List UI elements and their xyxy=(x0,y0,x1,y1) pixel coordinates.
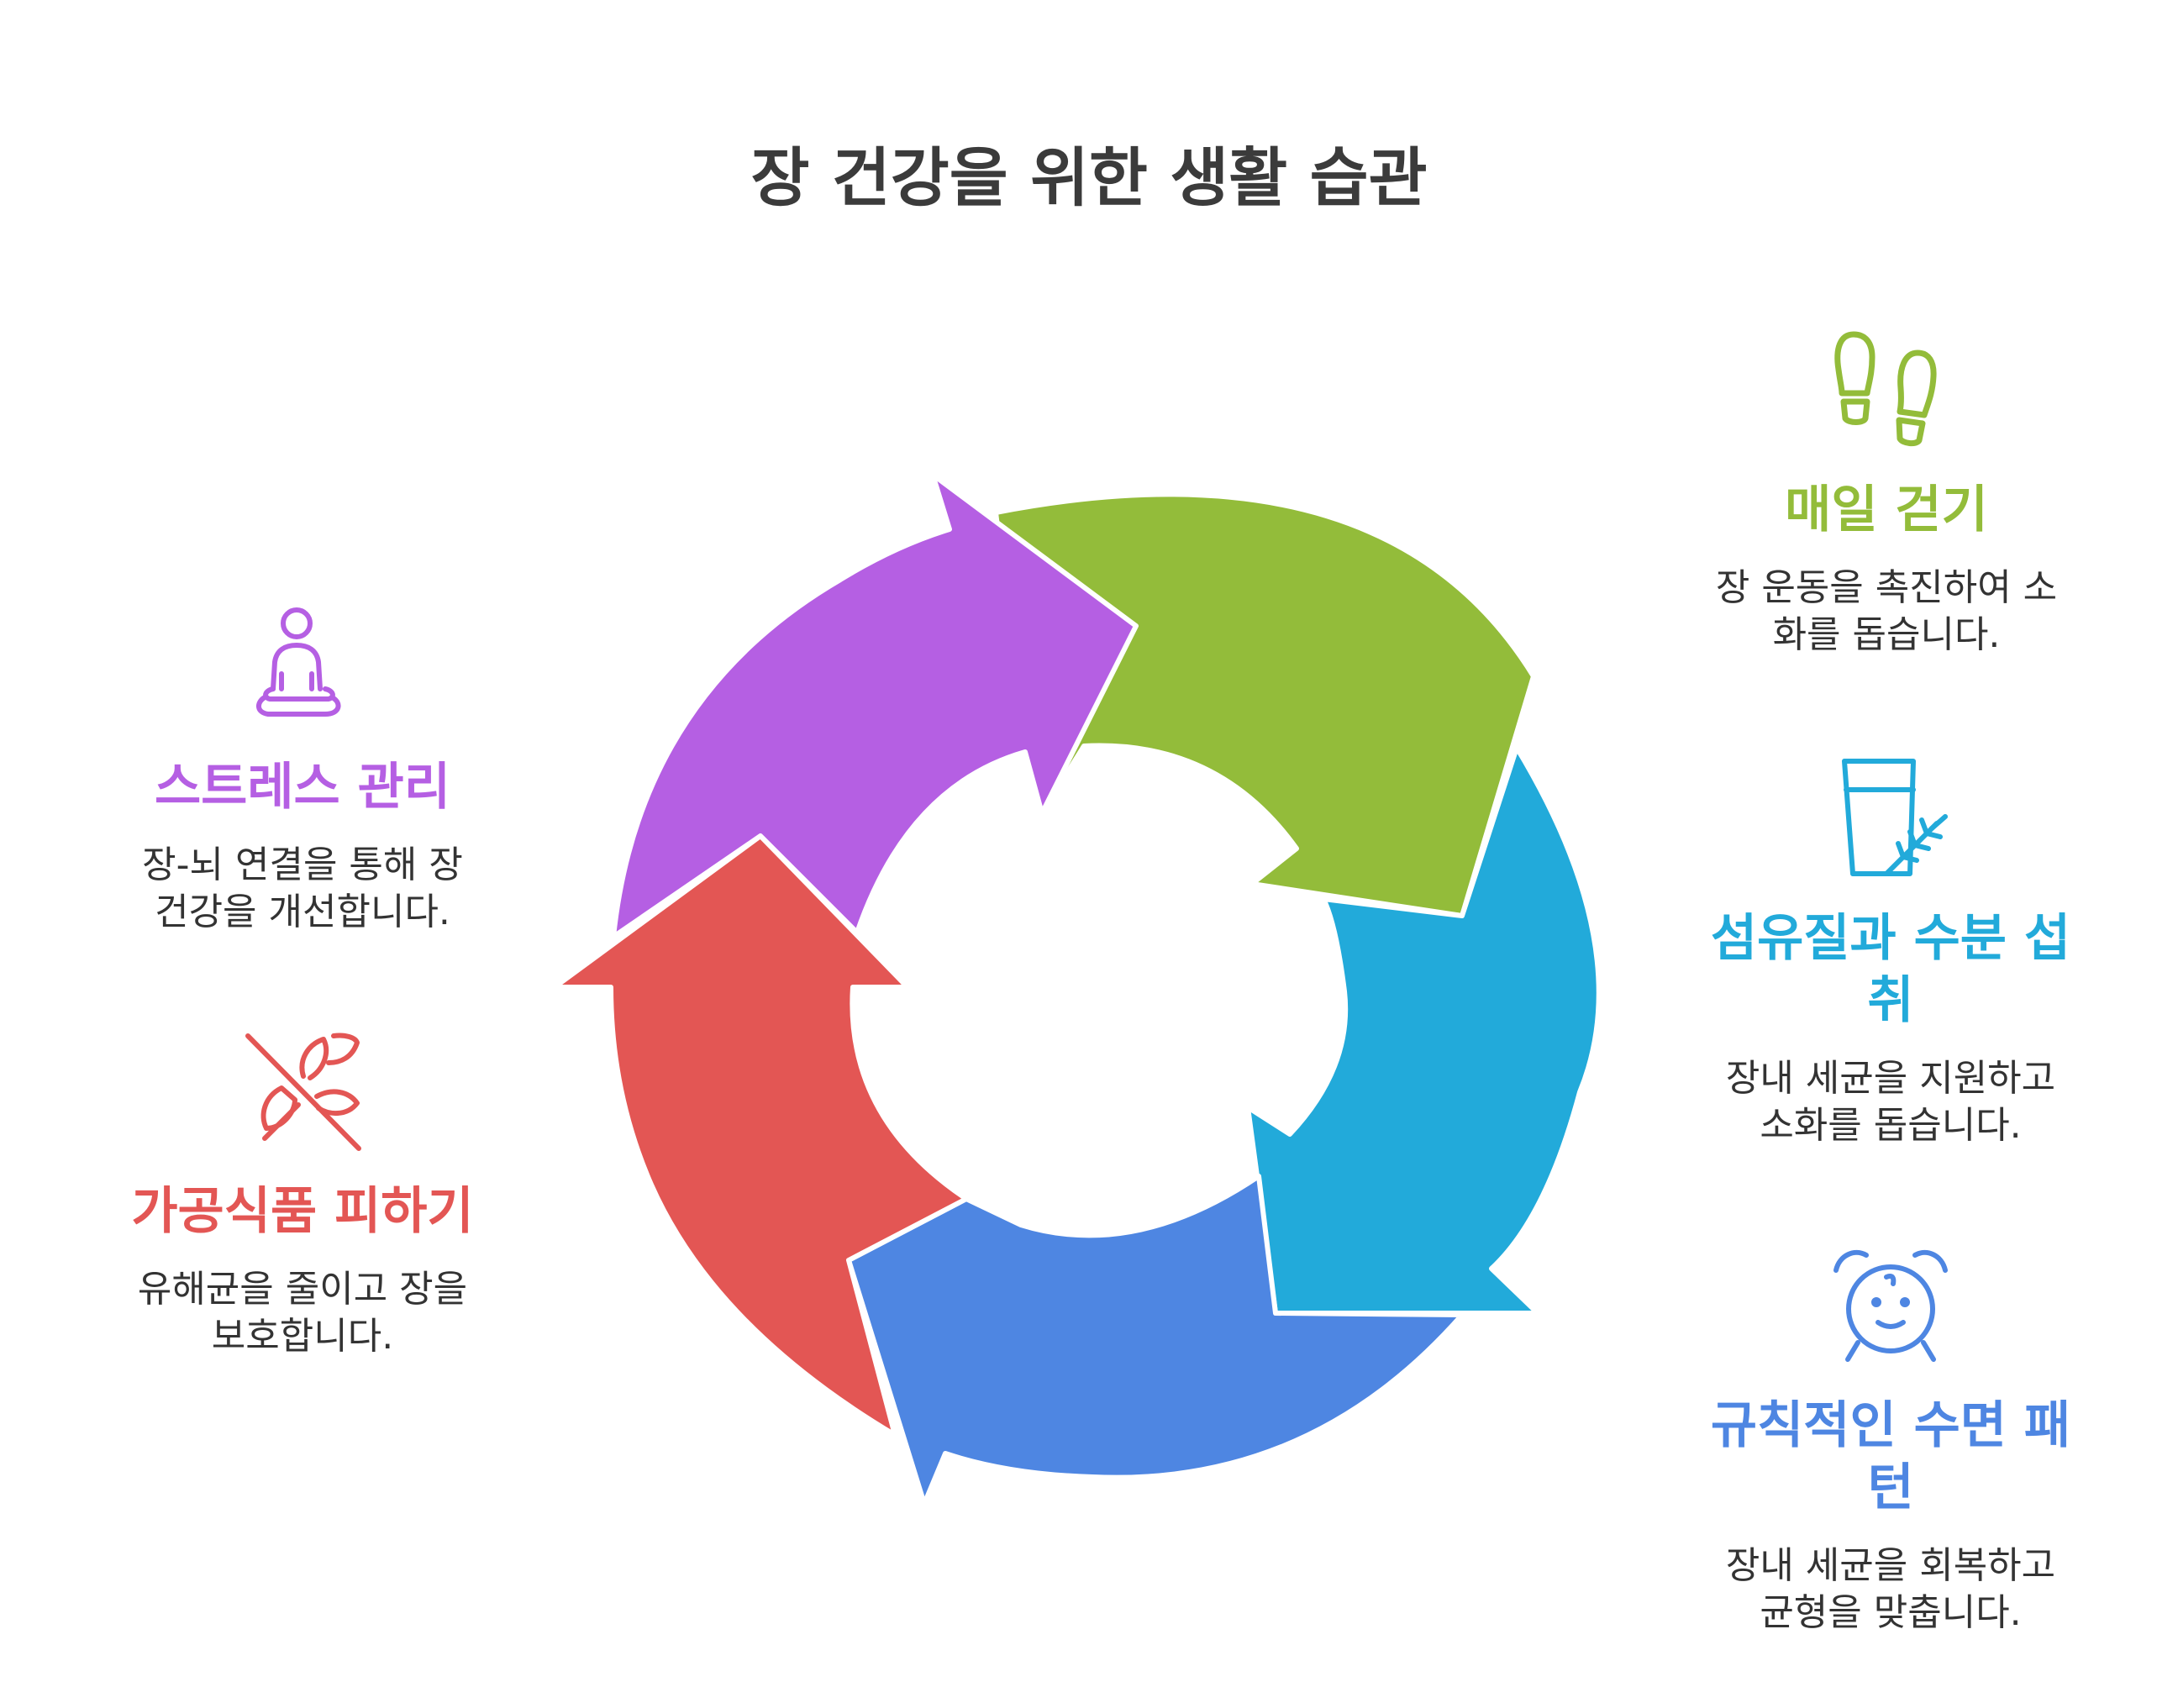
step-sleep-title: 규칙적인 수면 패 턴 xyxy=(1710,1396,2071,1517)
cycle-arrow-fiber xyxy=(1245,745,1602,1316)
step-stress-desc: 장-뇌 연결을 통해 장 건강을 개선합니다. xyxy=(142,843,463,933)
step-stress: 스트레스 관리 장-뇌 연결을 통해 장 건강을 개선합니다. xyxy=(92,605,513,936)
cycle-arrow-sleep xyxy=(846,1174,1465,1506)
step-stress-title: 스트레스 관리 xyxy=(154,758,451,817)
step-sleep: 규칙적인 수면 패 턴 장내 세균을 회복하고 균형을 맞춥니다. xyxy=(1681,1243,2101,1637)
cycle-arrow-processed xyxy=(552,833,969,1437)
water-glass-herb-icon xyxy=(1842,759,1948,876)
step-walking-desc: 장 운동을 촉진하여 소 화를 돕습니다. xyxy=(1715,566,2058,656)
alarm-clock-icon xyxy=(1833,1249,1948,1362)
step-fiber-title: 섬유질과 수분 섭 취 xyxy=(1710,909,2071,1030)
meditation-icon xyxy=(256,607,341,717)
footprints-icon xyxy=(1834,331,1937,447)
no-grain-icon xyxy=(245,1033,361,1151)
page-title: 장 건강을 위한 생활 습관 xyxy=(750,140,1428,215)
step-walking: 매일 걷기 장 운동을 촉진하여 소 화를 돕습니다. xyxy=(1668,328,2105,659)
step-walking-title: 매일 걷기 xyxy=(1785,481,1988,539)
step-sleep-desc: 장내 세균을 회복하고 균형을 맞춥니다. xyxy=(1725,1544,2056,1634)
step-fiber-desc: 장내 세균을 지원하고 소화를 돕습니다. xyxy=(1725,1057,2056,1147)
cycle-arrow-walking xyxy=(993,491,1536,918)
step-processed-desc: 유해균을 줄이고 장을 보호합니다. xyxy=(137,1268,468,1358)
step-processed-title: 가공식품 피하기 xyxy=(131,1182,474,1241)
step-processed: 가공식품 피하기 유해균을 줄이고 장을 보호합니다. xyxy=(92,1029,513,1360)
cycle-arrow-stress xyxy=(611,472,1139,939)
step-fiber: 섬유질과 수분 섭 취 장내 세균을 지원하고 소화를 돕습니다. xyxy=(1681,756,2101,1149)
